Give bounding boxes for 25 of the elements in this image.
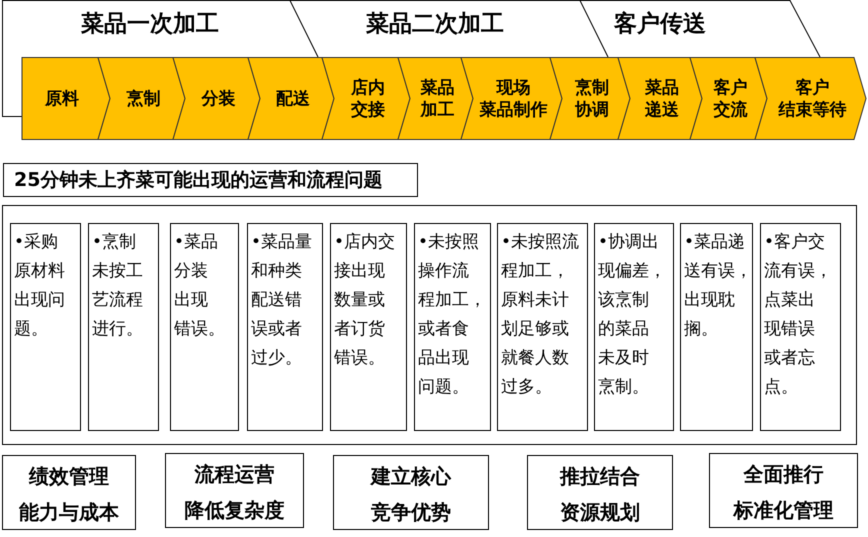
process-step: 分装 (173, 57, 260, 140)
goal-box: 建立核心竞争优势 (333, 455, 489, 530)
problem-box: •客户交流有误，点菜出现错误或者忘点。 (760, 223, 841, 431)
phase-band: 客户传送 (580, 0, 820, 57)
process-step: 店内交接 (322, 57, 410, 140)
problem-box: •采购原材料出现问题。 (10, 223, 81, 431)
heading-box: 25分钟未上齐菜可能出现的运营和流程问题 (3, 163, 418, 197)
goal-box: 流程运营降低复杂度 (165, 453, 304, 528)
problem-box: •协调出现偏差，该烹制的菜品未及时烹制。 (594, 223, 674, 431)
goal-box: 全面推行标准化管理 (709, 453, 858, 528)
problem-box: •店内交接出现数量或者订货错误。 (330, 223, 407, 431)
problem-box: •菜品分装出现错误。 (170, 223, 239, 431)
problem-box: •菜品递送有误，出现耽搁。 (680, 223, 753, 431)
goal-box: 绩效管理能力与成本 (2, 455, 136, 530)
panel-frame (2, 205, 857, 445)
problem-box: •未按照流程加工，原料未计划足够或就餐人数过多。 (497, 223, 588, 431)
goal-box: 推拉结合资源规划 (527, 455, 673, 530)
problem-box: •未按照操作流程加工，或者食品出现问题。 (414, 223, 491, 431)
problem-box: •菜品量和种类配送错误或者过少。 (247, 223, 323, 431)
process-step: 烹制 (98, 57, 185, 140)
process-step: 客户结束等待 (755, 57, 866, 140)
phase-band: 菜品二次加工 (290, 0, 580, 57)
problem-box: •烹制未按工艺流程进行。 (88, 223, 159, 431)
process-step: 原料 (22, 57, 110, 140)
process-step: 配送 (248, 57, 334, 140)
